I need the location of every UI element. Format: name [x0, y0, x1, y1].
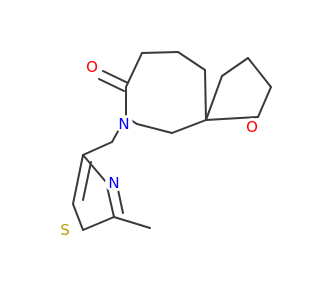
bond-oxolane-b: [247, 57, 272, 88]
bond-methyl: [113, 216, 151, 229]
bond-thiazole-c4-c5-a: [72, 154, 84, 205]
molecule-diagram: O N O N S: [56, 51, 272, 239]
bond-ch2-thiazole: [82, 141, 113, 156]
bond-thiazole-n-c4: [82, 154, 107, 183]
bond-oxolane-c: [257, 86, 272, 118]
bond-carbonyl-double-b: [98, 78, 125, 92]
atom-label-amide-nitrogen: N: [118, 115, 129, 133]
bond-thiazole-c4-c5-b: [82, 161, 92, 201]
bond-oxolane-a: [221, 57, 249, 77]
bond-thiazole-c5-s: [72, 203, 84, 231]
atom-label-carbonyl-oxygen: O: [86, 58, 98, 76]
bond-c-c-carbonyl-ring: [125, 52, 143, 88]
bond-ring-ch2-a: [141, 51, 179, 54]
bonds: [72, 51, 272, 231]
bond-oxolane-o: [205, 116, 259, 121]
bond-thiazole-s-c2: [82, 216, 115, 231]
atom-label-thiazole-nitrogen: N: [108, 174, 119, 192]
atom-label-thiazole-sulfur: S: [60, 221, 70, 239]
bond-ring-ch2-d: [136, 123, 173, 134]
atom-labels: O N O N S: [56, 58, 261, 239]
bond-ring-ch2-spiro: [204, 69, 207, 121]
bond-carbonyl-double-a: [102, 70, 129, 84]
atom-label-ether-oxygen: O: [246, 118, 258, 136]
bond-ring-ch2-b: [177, 51, 206, 71]
bond-ring-ch2-c: [171, 119, 207, 134]
bond-spiro-ch2: [205, 75, 223, 121]
